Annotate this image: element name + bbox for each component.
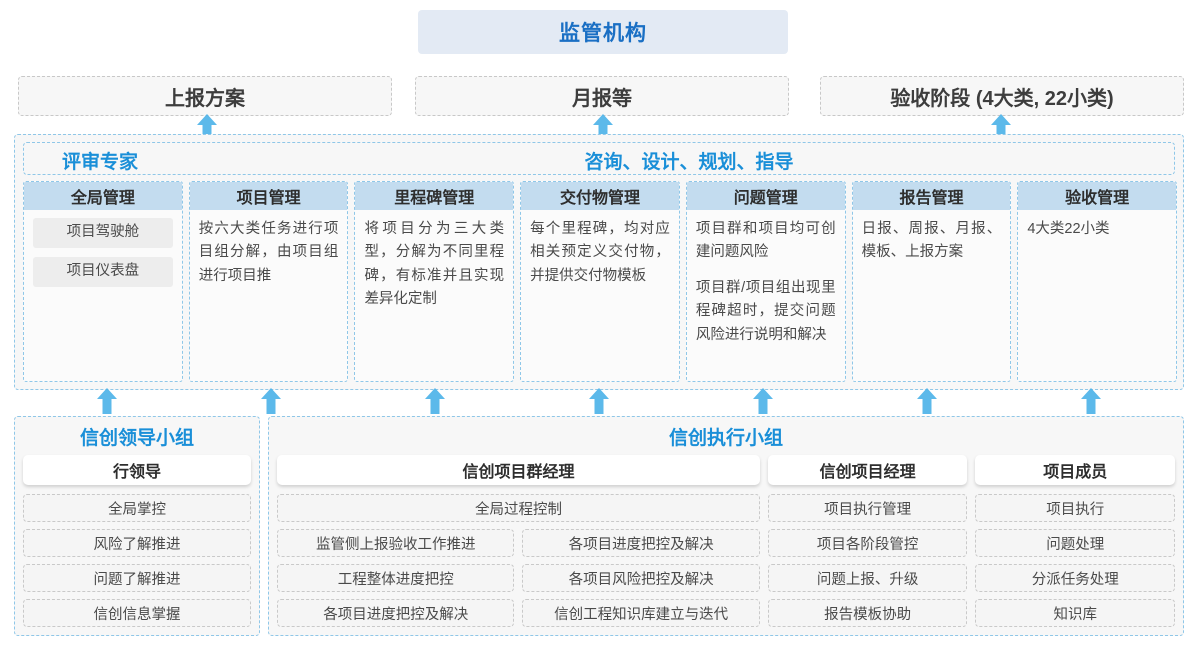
role-header-program-manager[interactable]: 信创项目群经理 xyxy=(277,455,760,485)
capability-description: 项目群和项目均可创建问题风险 xyxy=(695,221,836,261)
task-list-program-manager-right: 各项目进度把控及解决各项目风险把控及解决信创工程知识库建立与迭代 xyxy=(522,529,760,627)
task-item-project-manager[interactable]: 报告模板协助 xyxy=(767,599,968,627)
task-item-program-manager[interactable]: 各项目进度把控及解决 xyxy=(522,529,760,557)
role-header-project-member[interactable]: 项目成员 xyxy=(975,455,1175,485)
capability-card[interactable]: 全局管理项目驾驶舱项目仪表盘 xyxy=(23,181,183,382)
role-column-project-member: 项目成员 项目执行问题处理分派任务处理知识库 xyxy=(975,455,1175,627)
capability-description: 项目群/项目组出现里程碑超时，提交问题风险进行说明和解决 xyxy=(695,279,836,343)
capability-card-row: 全局管理项目驾驶舱项目仪表盘项目管理按六大类任务进行项目组分解，由项目组进行项目… xyxy=(23,181,1178,382)
task-item-bank-leader[interactable]: 全局掌控 xyxy=(23,494,251,522)
role-column-project-manager: 信创项目经理 项目执行管理项目各阶段管控问题上报、升级报告模板协助 xyxy=(767,455,968,627)
arrow-up-icon xyxy=(424,388,446,414)
task-item-bank-leader[interactable]: 信创信息掌握 xyxy=(23,599,251,627)
role-header-project-manager[interactable]: 信创项目经理 xyxy=(767,455,968,485)
leading-group-roles: 行领导 全局掌控风险了解推进问题了解推进信创信息掌握 xyxy=(23,455,251,627)
report-box-acceptance: 验收阶段 (4大类, 22小类) xyxy=(820,76,1184,116)
program-manager-task-columns: 监管侧上报验收工作推进工程整体进度把控各项目进度把控及解决 各项目进度把控及解决… xyxy=(277,529,760,627)
arrow-up-icon xyxy=(752,388,774,414)
report-box-monthly: 月报等 xyxy=(415,76,789,116)
capability-card-title: 全局管理 xyxy=(24,182,182,210)
capability-description: 按六大类任务进行项目组分解，由项目组进行项目推 xyxy=(198,221,339,284)
consult-header: 评审专家 咨询、设计、规划、指导 xyxy=(23,142,1175,175)
arrow-up-icon xyxy=(916,388,938,414)
capability-card[interactable]: 里程碑管理将项目分为三大类型，分解为不同里程碑，有标准并且实现差异化定制 xyxy=(354,181,515,382)
task-item-project-manager[interactable]: 问题上报、升级 xyxy=(767,564,968,592)
capability-card-body: 按六大类任务进行项目组分解，由项目组进行项目推 xyxy=(190,210,348,381)
report-box-monthly-label: 月报等 xyxy=(572,87,632,110)
leading-group-panel: 信创领导小组 行领导 全局掌控风险了解推进问题了解推进信创信息掌握 xyxy=(14,416,260,636)
capability-card[interactable]: 验收管理 4大类22小类 xyxy=(1017,181,1178,382)
capability-description: 每个里程碑，均对应相关预定义交付物，并提供交付物模板 xyxy=(530,221,670,284)
regulator-box: 监管机构 xyxy=(418,10,788,54)
capability-card-body: 项目群和项目均可创建问题风险项目群/项目组出现里程碑超时，提交问题风险进行说明和… xyxy=(687,210,845,381)
task-item-program-manager[interactable]: 工程整体进度把控 xyxy=(277,564,515,592)
regulator-label: 监管机构 xyxy=(559,22,647,45)
consult-panel: 评审专家 咨询、设计、规划、指导 全局管理项目驾驶舱项目仪表盘项目管理按六大类任… xyxy=(14,134,1184,390)
task-item-program-manager[interactable]: 各项目进度把控及解决 xyxy=(277,599,515,627)
executing-group-title: 信创执行小组 xyxy=(668,428,783,449)
task-item-project-manager[interactable]: 项目各阶段管控 xyxy=(767,529,968,557)
task-item-program-manager[interactable]: 各项目风险把控及解决 xyxy=(522,564,760,592)
executing-group-panel: 信创执行小组 信创项目群经理 全局过程控制 监管侧上报验收工作推进工程整体进度把… xyxy=(268,416,1184,636)
capability-card-title: 报告管理 xyxy=(852,182,1011,210)
capability-card[interactable]: 报告管理日报、周报、月报、模板、上报方案 xyxy=(851,181,1012,382)
consult-scope-label: 咨询、设计、规划、指导 xyxy=(584,152,794,173)
task-global-process-control[interactable]: 全局过程控制 xyxy=(277,494,760,522)
capability-pill[interactable]: 项目仪表盘 xyxy=(33,257,173,287)
task-item-project-member[interactable]: 项目执行 xyxy=(975,494,1175,522)
report-box-plan-label: 上报方案 xyxy=(165,87,245,110)
capability-card[interactable]: 问题管理项目群和项目均可创建问题风险项目群/项目组出现里程碑超时，提交问题风险进… xyxy=(685,181,846,382)
arrow-up-icon xyxy=(260,388,282,414)
report-box-plan: 上报方案 xyxy=(18,76,392,116)
report-box-acceptance-label: 验收阶段 (4大类, 22小类) xyxy=(890,87,1114,110)
arrow-up-icon xyxy=(196,114,218,140)
capability-card-body: 日报、周报、月报、模板、上报方案 xyxy=(853,210,1011,381)
task-item-bank-leader[interactable]: 问题了解推进 xyxy=(23,564,251,592)
capability-card[interactable]: 项目管理按六大类任务进行项目组分解，由项目组进行项目推 xyxy=(188,181,349,382)
capability-card-title: 问题管理 xyxy=(686,182,845,210)
capability-card-title: 验收管理 xyxy=(1018,182,1177,210)
capability-card-body: 将项目分为三大类型，分解为不同里程碑，有标准并且实现差异化定制 xyxy=(355,210,513,381)
capability-pill[interactable]: 项目驾驶舱 xyxy=(33,218,173,248)
task-item-project-member[interactable]: 问题处理 xyxy=(975,529,1175,557)
task-item-bank-leader[interactable]: 风险了解推进 xyxy=(23,529,251,557)
arrow-up-icon xyxy=(1080,388,1102,414)
arrow-up-icon xyxy=(990,114,1012,140)
capability-card-body: 项目驾驶舱项目仪表盘 xyxy=(24,210,182,381)
capability-description: 4大类22小类 xyxy=(1027,221,1110,237)
capability-card[interactable]: 交付物管理每个里程碑，均对应相关预定义交付物，并提供交付物模板 xyxy=(520,181,680,382)
capability-description: 将项目分为三大类型，分解为不同里程碑，有标准并且实现差异化定制 xyxy=(364,221,505,308)
capability-description: 日报、周报、月报、模板、上报方案 xyxy=(861,221,1002,261)
task-list-bank-leader: 全局掌控风险了解推进问题了解推进信创信息掌握 xyxy=(23,494,251,627)
capability-card-title: 交付物管理 xyxy=(521,182,679,210)
task-list-program-manager-left: 监管侧上报验收工作推进工程整体进度把控各项目进度把控及解决 xyxy=(277,529,515,627)
role-header-bank-leader[interactable]: 行领导 xyxy=(23,455,251,485)
task-item-project-member[interactable]: 分派任务处理 xyxy=(975,564,1175,592)
task-item-program-manager[interactable]: 监管侧上报验收工作推进 xyxy=(277,529,515,557)
arrow-up-icon xyxy=(592,114,614,140)
capability-card-body: 每个里程碑，均对应相关预定义交付物，并提供交付物模板 xyxy=(521,210,679,381)
task-item-project-manager[interactable]: 项目执行管理 xyxy=(767,494,968,522)
capability-card-body: 4大类22小类 xyxy=(1018,210,1176,381)
role-column-bank-leader: 行领导 全局掌控风险了解推进问题了解推进信创信息掌握 xyxy=(23,455,251,627)
task-item-program-manager[interactable]: 信创工程知识库建立与迭代 xyxy=(522,599,760,627)
review-expert-label: 评审专家 xyxy=(62,152,139,173)
executing-group-roles: 信创项目群经理 全局过程控制 监管侧上报验收工作推进工程整体进度把控各项目进度把… xyxy=(277,455,1175,627)
arrow-up-icon xyxy=(96,388,118,414)
capability-card-title: 项目管理 xyxy=(189,182,348,210)
task-item-project-member[interactable]: 知识库 xyxy=(975,599,1175,627)
capability-card-title: 里程碑管理 xyxy=(355,182,514,210)
task-list-project-manager: 项目执行管理项目各阶段管控问题上报、升级报告模板协助 xyxy=(767,494,968,627)
task-list-project-member: 项目执行问题处理分派任务处理知识库 xyxy=(975,494,1175,627)
arrow-up-icon xyxy=(588,388,610,414)
role-column-program-manager: 信创项目群经理 全局过程控制 监管侧上报验收工作推进工程整体进度把控各项目进度把… xyxy=(277,455,760,627)
leading-group-title: 信创领导小组 xyxy=(79,428,194,449)
